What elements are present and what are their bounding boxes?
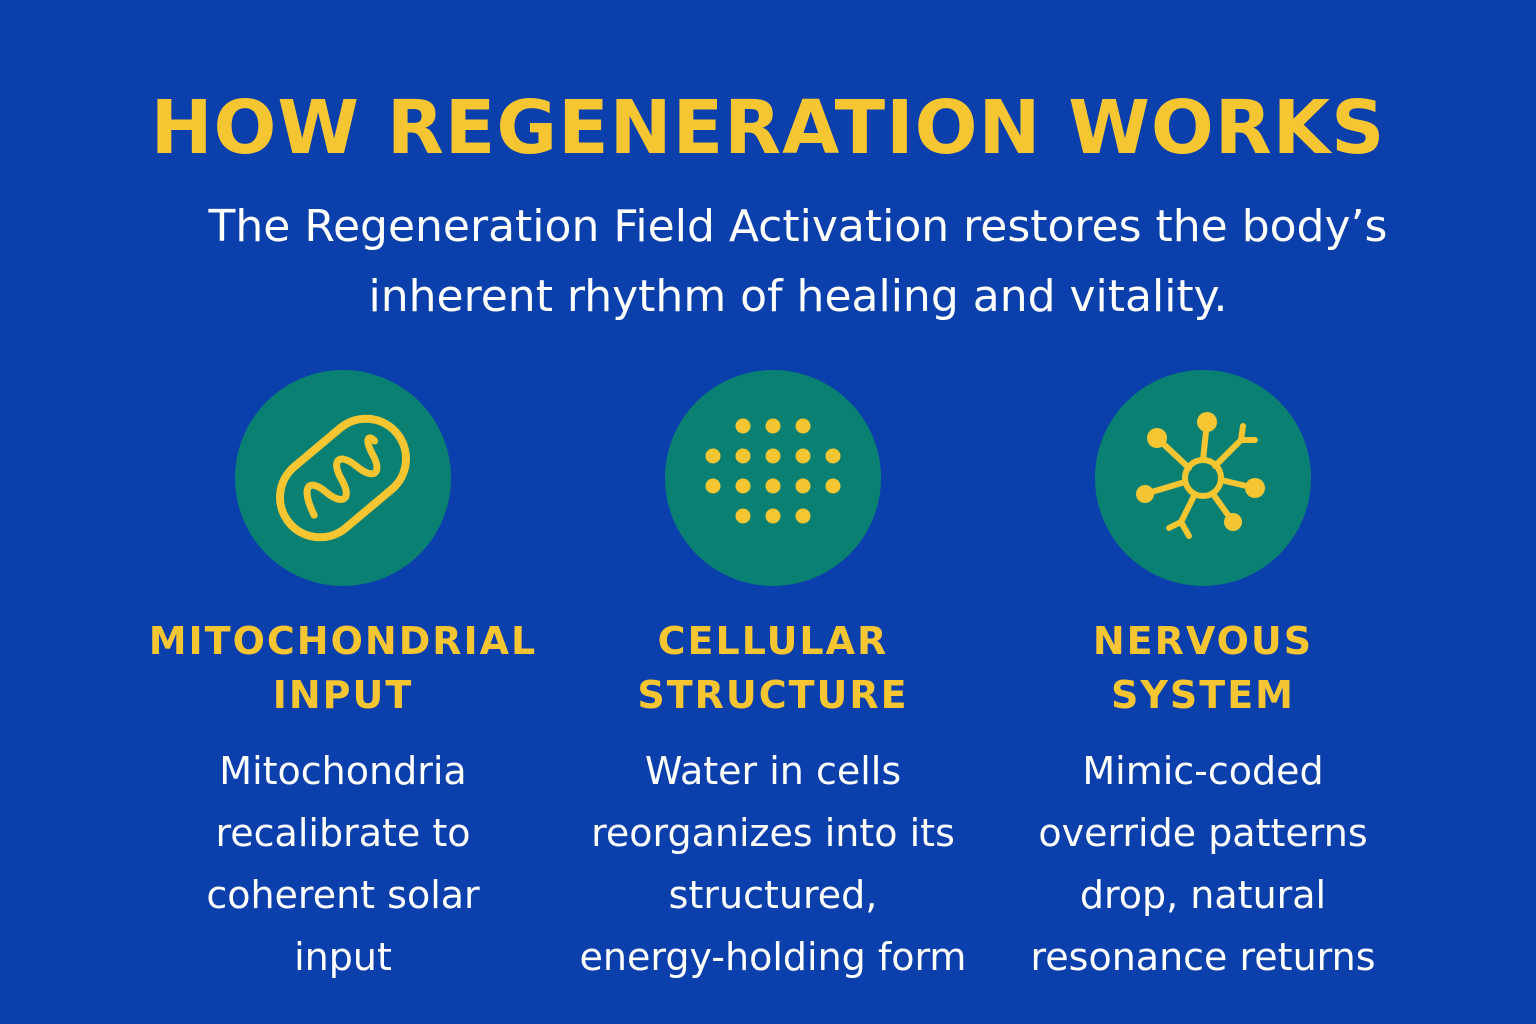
heading-line: STRUCTURE [637, 673, 909, 717]
description-line: drop, natural [1079, 873, 1327, 917]
description-line: recalibrate to [215, 811, 471, 855]
page-subtitle: The Regeneration Field Activation restor… [208, 201, 1388, 322]
column-mitochondrial-input: MITOCHONDRIAL INPUT Mitochondria recalib… [123, 370, 563, 988]
column-description: Mimic-coded override patterns drop, natu… [1003, 740, 1403, 988]
icon-circle [665, 370, 881, 586]
description-line: resonance returns [1030, 935, 1376, 979]
page-title: HOW REGENERATION WORKS [150, 85, 1386, 171]
heading-line: INPUT [272, 673, 414, 717]
description-line: Mitochondria [219, 749, 467, 793]
description-line: Mimic-coded [1082, 749, 1324, 793]
column-nervous-system: NERVOUS SYSTEM Mimic-coded override patt… [983, 370, 1423, 988]
description-line: reorganizes into its [591, 811, 955, 855]
cell-dots-icon [705, 418, 841, 524]
heading-line: NERVOUS [1092, 619, 1314, 663]
heading-line: CELLULAR [657, 619, 889, 663]
column-description: Water in cells reorganizes into its stru… [573, 740, 973, 988]
description-line: Water in cells [644, 749, 902, 793]
description-line: input [294, 935, 392, 979]
column-heading: MITOCHONDRIAL INPUT [123, 614, 563, 722]
column-description: Mitochondria recalibrate to coherent sol… [143, 740, 543, 988]
column-heading: CELLULAR STRUCTURE [553, 614, 993, 722]
description-line: coherent solar [206, 873, 480, 917]
heading-line: MITOCHONDRIAL [148, 619, 538, 663]
column-cellular-structure: CELLULAR STRUCTURE Water in cells reorga… [553, 370, 993, 988]
column-heading: NERVOUS SYSTEM [983, 614, 1423, 722]
heading-line: SYSTEM [1111, 673, 1295, 717]
description-line: energy-holding form [579, 935, 967, 979]
icon-circle [1095, 370, 1311, 586]
icon-circle [235, 370, 451, 586]
description-line: structured, [668, 873, 878, 917]
mitochondria-icon [276, 414, 410, 542]
description-line: override patterns [1038, 811, 1368, 855]
neuron-icon [1136, 412, 1265, 539]
